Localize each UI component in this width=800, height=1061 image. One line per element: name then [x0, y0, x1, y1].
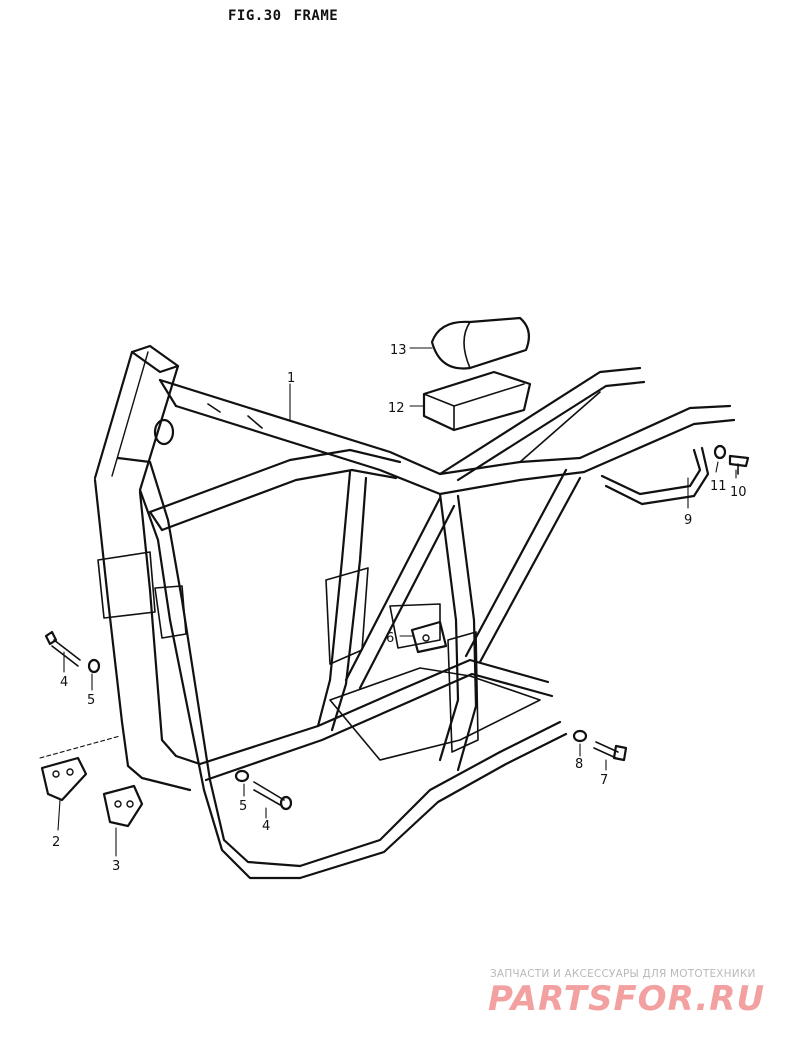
bolt-4-left [44, 630, 81, 667]
front-downtube-right [116, 456, 302, 880]
callout-labels: 1 2 3 4 4 5 5 6 7 8 9 10 11 12 13 [52, 343, 747, 874]
seat-rails [438, 366, 736, 482]
callout-5-lower: 5 [239, 799, 247, 814]
diagonal-braces [344, 468, 582, 690]
battery-box [422, 370, 532, 432]
watermark-logo-text: PARTSFOR.RU [488, 979, 765, 1019]
watermark-logo: PARTSFOR.RU [488, 979, 765, 1019]
washer-11 [713, 444, 727, 460]
watermark-caption: ЗАПЧАСТИ И АКСЕССУАРЫ ДЛЯ МОТОТЕХНИКИ [490, 968, 756, 980]
callout-11: 11 [710, 479, 727, 494]
washer-5-left [87, 658, 101, 674]
washer-5-lower [234, 769, 250, 783]
callout-3: 3 [112, 859, 120, 874]
plate-3 [102, 784, 144, 828]
steering-head [93, 344, 180, 492]
callout-1: 1 [287, 371, 295, 386]
callout-9: 9 [684, 513, 692, 528]
tool-tray [430, 316, 531, 370]
callout-7: 7 [600, 773, 608, 788]
callout-12: 12 [388, 401, 405, 416]
callout-4-lower: 4 [262, 819, 270, 834]
bolt-7 [593, 741, 628, 762]
bolt-4-lower [253, 781, 293, 811]
callout-10: 10 [730, 485, 747, 500]
callout-6: 6 [386, 631, 394, 646]
callout-5-left: 5 [87, 693, 95, 708]
figure-name: FRAME [293, 8, 339, 24]
callout-8: 8 [575, 757, 583, 772]
front-downtube [93, 478, 202, 792]
figure-title: FIG.30 FRAME [228, 8, 338, 24]
upper-cross-tube [148, 448, 402, 532]
engine-mount-plate [329, 603, 541, 761]
rear-bracket [600, 446, 710, 506]
lower-cradle [198, 658, 568, 880]
plate-2 [40, 756, 88, 802]
callout-13: 13 [390, 343, 407, 358]
leader-lines [39, 347, 737, 857]
center-tubes [316, 470, 479, 772]
callout-2: 2 [52, 835, 60, 850]
washer-8 [572, 729, 588, 743]
bolt-10 [728, 454, 750, 475]
main-frame-tube [158, 378, 586, 496]
figure-number: FIG.30 [228, 8, 282, 24]
callout-4-left: 4 [60, 675, 68, 690]
bracket-6 [410, 620, 448, 654]
